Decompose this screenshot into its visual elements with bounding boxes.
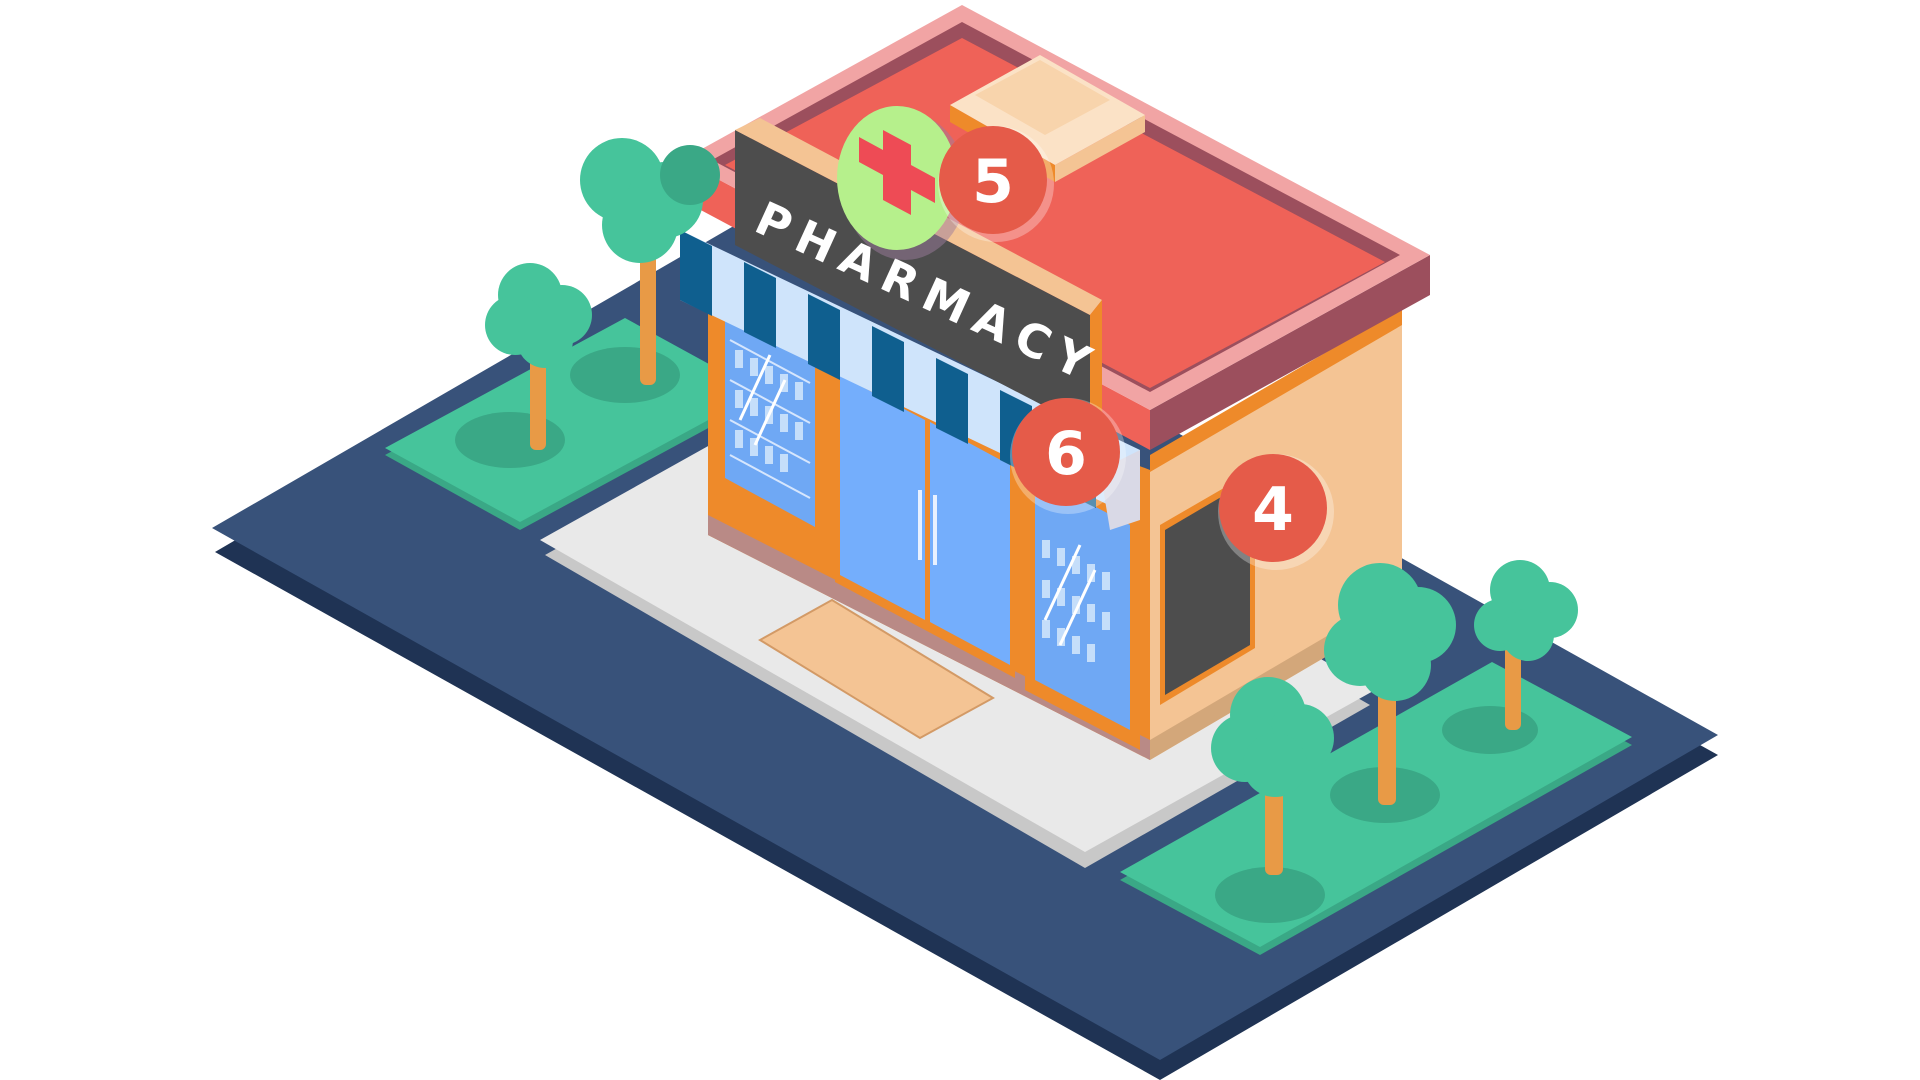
marker-6-label: 6 [1045, 419, 1087, 489]
marker-6[interactable]: 6 [1010, 398, 1126, 514]
cross-sign [837, 106, 967, 260]
entrance-door [835, 365, 1015, 678]
marker-4[interactable]: 4 [1218, 454, 1334, 570]
tree-right-middle [1324, 563, 1456, 805]
left-display-window [720, 300, 830, 545]
grass-left [385, 318, 760, 530]
tree-left-front [485, 263, 592, 450]
tree-right-front [1211, 677, 1334, 875]
marker-5[interactable]: 5 [938, 126, 1054, 242]
tree-left-back [580, 138, 720, 385]
right-display-window [1025, 465, 1140, 750]
marker-5-label: 5 [972, 147, 1014, 217]
tree-right-back [1474, 560, 1578, 730]
marker-4-label: 4 [1252, 475, 1294, 545]
doormat [758, 598, 995, 740]
